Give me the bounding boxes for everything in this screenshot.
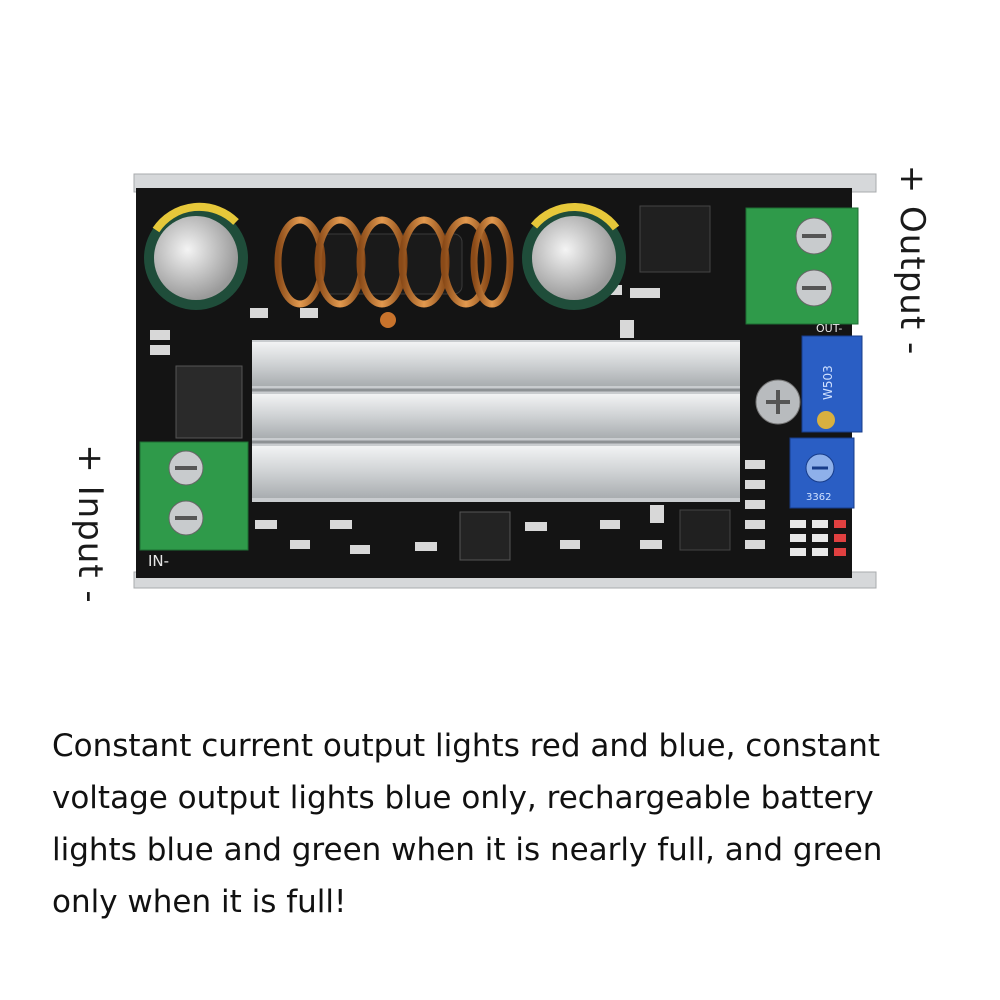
silkscreen-out: OUT-	[816, 322, 842, 335]
mosfet-top-right	[639, 205, 711, 273]
screw-terminal-icon	[745, 207, 859, 325]
capacitor-icon	[144, 202, 248, 310]
screw-icon	[755, 379, 801, 425]
caption-text: Constant current output lights red and b…	[52, 728, 883, 920]
silkscreen-in: IN-	[148, 552, 169, 570]
pot-top-marking: W503	[821, 365, 835, 400]
output-label: + Output -	[892, 164, 932, 356]
mosfet-bottom-right	[679, 509, 731, 551]
screw-terminal-icon	[139, 441, 249, 551]
capacitor-icon	[522, 202, 626, 310]
indicator-leds	[790, 520, 846, 556]
potentiometer-icon: W503	[801, 335, 863, 433]
potentiometer-icon: 3362	[789, 437, 855, 509]
inductor-icon	[274, 216, 514, 328]
controller-chip	[459, 511, 511, 561]
heatsink	[252, 340, 740, 502]
input-label: + Input -	[70, 444, 110, 604]
mosfet-left	[175, 365, 243, 439]
pot-bottom-marking: 3362	[806, 492, 831, 503]
